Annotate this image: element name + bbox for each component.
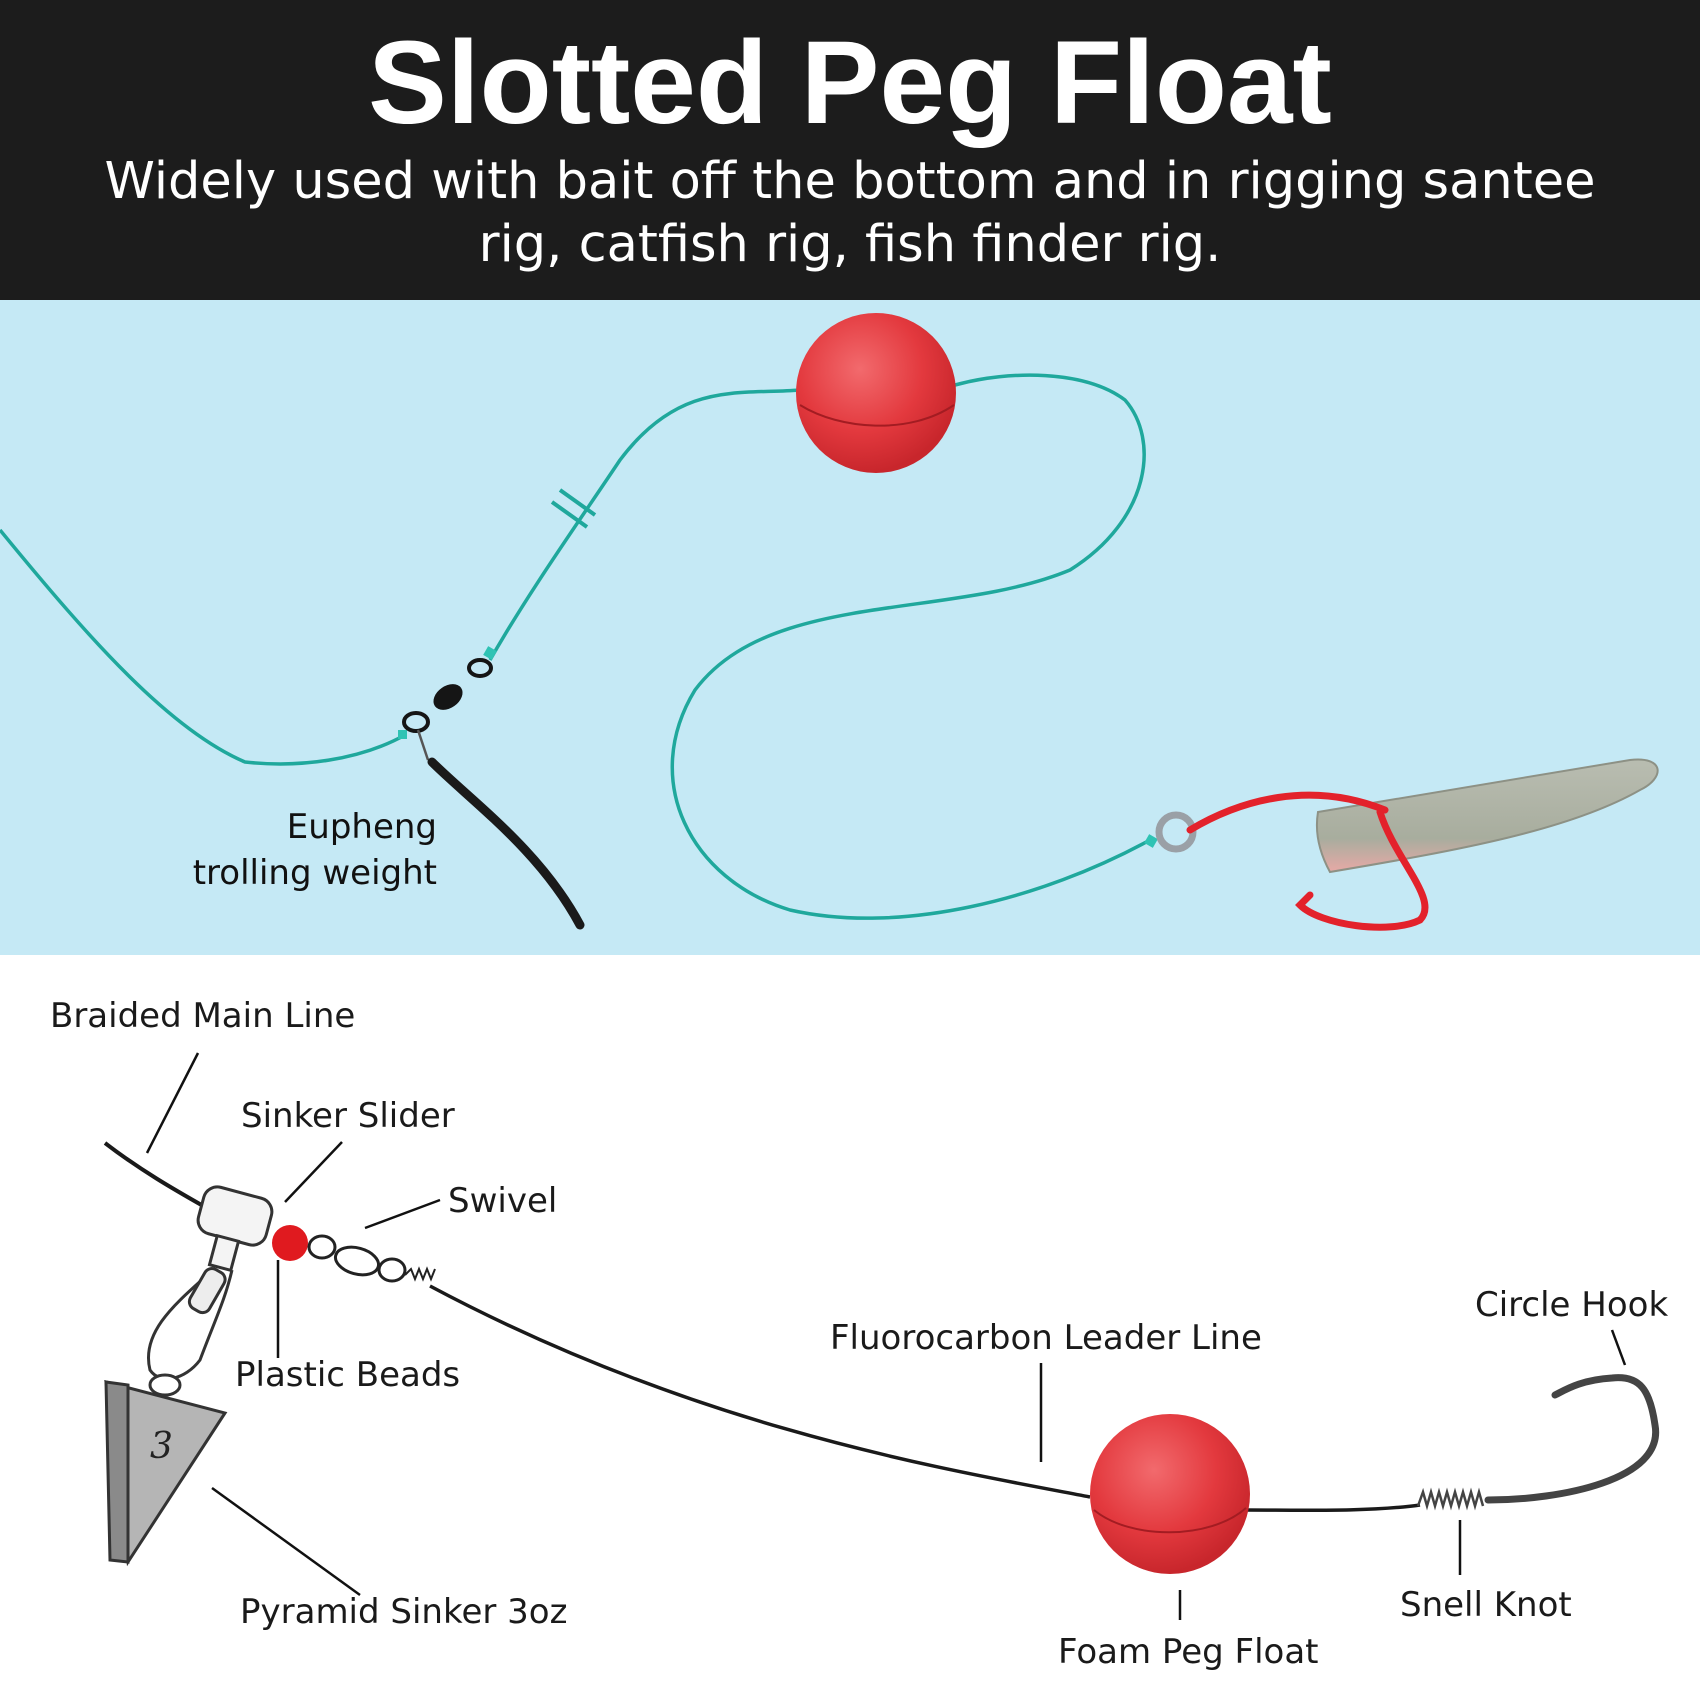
leader-line-teal-upper	[488, 388, 801, 661]
float-slot-line	[1093, 1507, 1247, 1534]
label-pointer-lines	[145, 1052, 1627, 1620]
knot-marker	[1144, 834, 1158, 848]
knot-marker	[398, 730, 407, 739]
trolling-weight	[427, 757, 585, 930]
main-line-teal	[0, 528, 406, 766]
red-hook	[1186, 791, 1429, 931]
plastic-beads-label: Plastic Beads	[235, 1355, 461, 1395]
trolling-weight-label: Eupheng trolling weight	[150, 804, 437, 896]
fluorocarbon-leader-label: Fluorocarbon Leader Line	[830, 1318, 1262, 1358]
sinker-number: 3	[150, 1426, 173, 1467]
sinker-slider-label: Sinker Slider	[241, 1096, 455, 1136]
page-subtitle: Widely used with bait off the bottom and…	[100, 150, 1600, 276]
knot-marker	[483, 646, 497, 660]
foam-float-bottom	[1090, 1414, 1250, 1574]
subtitle-line-1: Widely used with bait off the bottom and…	[104, 152, 1596, 211]
snell-knot	[1416, 1487, 1485, 1511]
circle-hook-label: Circle Hook	[1475, 1285, 1669, 1325]
bait-worm	[1315, 758, 1659, 874]
trolling-weight-label-line-2: trolling weight	[192, 853, 437, 893]
float-slot-line	[799, 404, 955, 427]
swivel-label: Swivel	[448, 1181, 558, 1221]
sinker-slider	[147, 1185, 274, 1381]
trolling-weight-label-line-1: Eupheng	[286, 807, 437, 847]
snell-knot-label: Snell Knot	[1400, 1585, 1572, 1625]
line-marker-2	[558, 488, 597, 517]
leader-line-to-hook	[1244, 1503, 1421, 1513]
circle-hook	[1484, 1374, 1660, 1504]
braided-main-line-label: Braided Main Line	[50, 996, 356, 1036]
leader-line-teal-lower	[670, 373, 1151, 920]
header-banner: Slotted Peg Float Widely used with bait …	[0, 0, 1700, 300]
pyramid-sinker	[104, 1373, 228, 1567]
swivel-bottom	[307, 1234, 436, 1283]
braided-main-line	[103, 1141, 206, 1209]
subtitle-line-2: rig, catfish rig, fish finder rig.	[478, 215, 1222, 274]
page-title: Slotted Peg Float	[368, 17, 1332, 149]
swivel-top	[402, 658, 493, 761]
foam-float-top	[796, 313, 956, 473]
foam-peg-float-label: Foam Peg Float	[1058, 1632, 1319, 1672]
pyramid-sinker-label: Pyramid Sinker 3oz	[240, 1592, 568, 1632]
plastic-bead	[272, 1225, 308, 1261]
line-marker-1	[550, 500, 589, 529]
fluorocarbon-leader-line	[429, 1284, 1091, 1499]
